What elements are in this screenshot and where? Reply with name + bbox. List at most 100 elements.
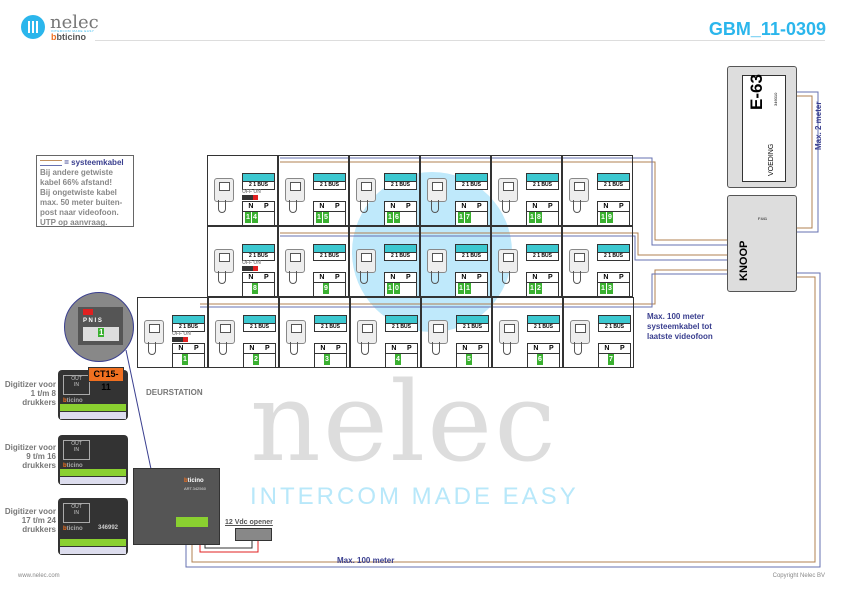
n-label: N	[533, 345, 539, 352]
legend-box: = systeemkabel Bij andere getwiste kabel…	[36, 155, 134, 227]
n-label: N	[532, 274, 538, 281]
note-line: Max. 100 meter	[647, 312, 705, 321]
videophone-icon	[286, 320, 306, 344]
n-label: N	[461, 274, 467, 281]
n-label: N	[248, 274, 254, 281]
detail-number: 1	[98, 328, 105, 337]
n-label: N	[319, 203, 325, 210]
p-label: P	[264, 203, 269, 210]
terminal-label: 2 1 BUS	[597, 181, 630, 190]
number-digit: 1	[245, 212, 251, 223]
wire-row2-blue	[280, 235, 727, 261]
terminal-label: 2 1 BUS	[597, 252, 630, 261]
bticino-logo: bticino	[63, 398, 83, 404]
off-on-switch[interactable]	[242, 266, 258, 271]
number-digit: 1	[387, 212, 393, 223]
power-subtitle: VOEDING	[768, 143, 775, 176]
number-digit: 2	[253, 354, 259, 365]
number-digit: 1	[600, 212, 606, 223]
videophone-icon	[285, 178, 305, 202]
n-label: N	[604, 345, 610, 352]
digitizer-2-label: Digitizer voor 9 t/m 16 drukkers	[4, 443, 56, 470]
wire-opener-black	[204, 538, 253, 549]
watermark-text: nelec	[250, 358, 558, 486]
terminal-label: 2 1 BUS	[598, 323, 631, 332]
partner-name: bticino	[56, 32, 87, 42]
number-digit: 7	[465, 212, 471, 223]
videophone-icon	[499, 320, 519, 344]
wire-row3-blue	[200, 273, 727, 308]
off-on-switch[interactable]	[172, 337, 188, 342]
off-on-switch[interactable]	[242, 195, 258, 200]
number-digit: 1	[182, 354, 188, 365]
n-label: N	[248, 203, 254, 210]
footer-copyright: Copyright Nelec BV	[772, 573, 825, 579]
bticino-logo: bticino	[63, 526, 83, 532]
opener-label: 12 Vdc opener	[225, 519, 273, 526]
videophone-icon	[570, 320, 590, 344]
digitizer-3-label: Digitizer voor 17 t/m 24 drukkers	[4, 507, 56, 534]
n-label: N	[461, 203, 467, 210]
handset-icon	[361, 342, 369, 355]
number-digit: 8	[252, 283, 258, 294]
max2-wrap: Max. 2 meter	[808, 102, 826, 150]
number-digit: 1	[529, 212, 535, 223]
footer-url[interactable]: www.nelec.com	[18, 573, 60, 579]
videophone-number: 2	[253, 354, 259, 365]
partner-logo: bbticino	[51, 32, 86, 42]
max-100-note: Max. 100 meter	[337, 556, 395, 565]
terminal-label: 2 1 BUS	[314, 323, 347, 332]
legend-line: Bij andere getwiste	[40, 168, 113, 177]
videophone-icon	[356, 178, 376, 202]
dip-switch-icon	[83, 309, 93, 315]
wire-row1-blue	[280, 157, 727, 246]
handset-icon	[218, 200, 226, 213]
wire-row1-brown	[280, 161, 727, 241]
p-label: P	[335, 203, 340, 210]
legend-key: = systeemkabel	[64, 158, 124, 167]
terminal-block	[176, 517, 208, 527]
handset-icon	[503, 342, 511, 355]
handset-icon	[574, 342, 582, 355]
number-digit: 2	[536, 283, 542, 294]
handset-icon	[219, 342, 227, 355]
number-digit: 6	[537, 354, 543, 365]
n-label: N	[603, 274, 609, 281]
p-label: P	[548, 203, 553, 210]
number-digit: 4	[395, 354, 401, 365]
videophone-number: 3	[324, 354, 330, 365]
door-station-label: DEURSTATION	[146, 388, 203, 397]
terminal-label: 2 1 BUS	[455, 252, 488, 261]
terminal-label: 2 1 BUS	[313, 181, 346, 190]
p-label: P	[264, 274, 269, 281]
brand-name: nelec	[50, 12, 99, 33]
videophone-icon	[427, 178, 447, 202]
watermark-tagline: INTERCOM MADE EASY	[250, 483, 579, 510]
door-opener-icon	[235, 528, 272, 541]
number-digit: 3	[607, 283, 613, 294]
digitizer-1-label: Digitizer voor 1 t/m 8 drukkers	[4, 380, 56, 407]
legend-line: max. 50 meter buiten-	[40, 198, 123, 207]
videophone-icon	[285, 249, 305, 273]
legend-line: Bij ongetwiste kabel	[40, 188, 117, 197]
